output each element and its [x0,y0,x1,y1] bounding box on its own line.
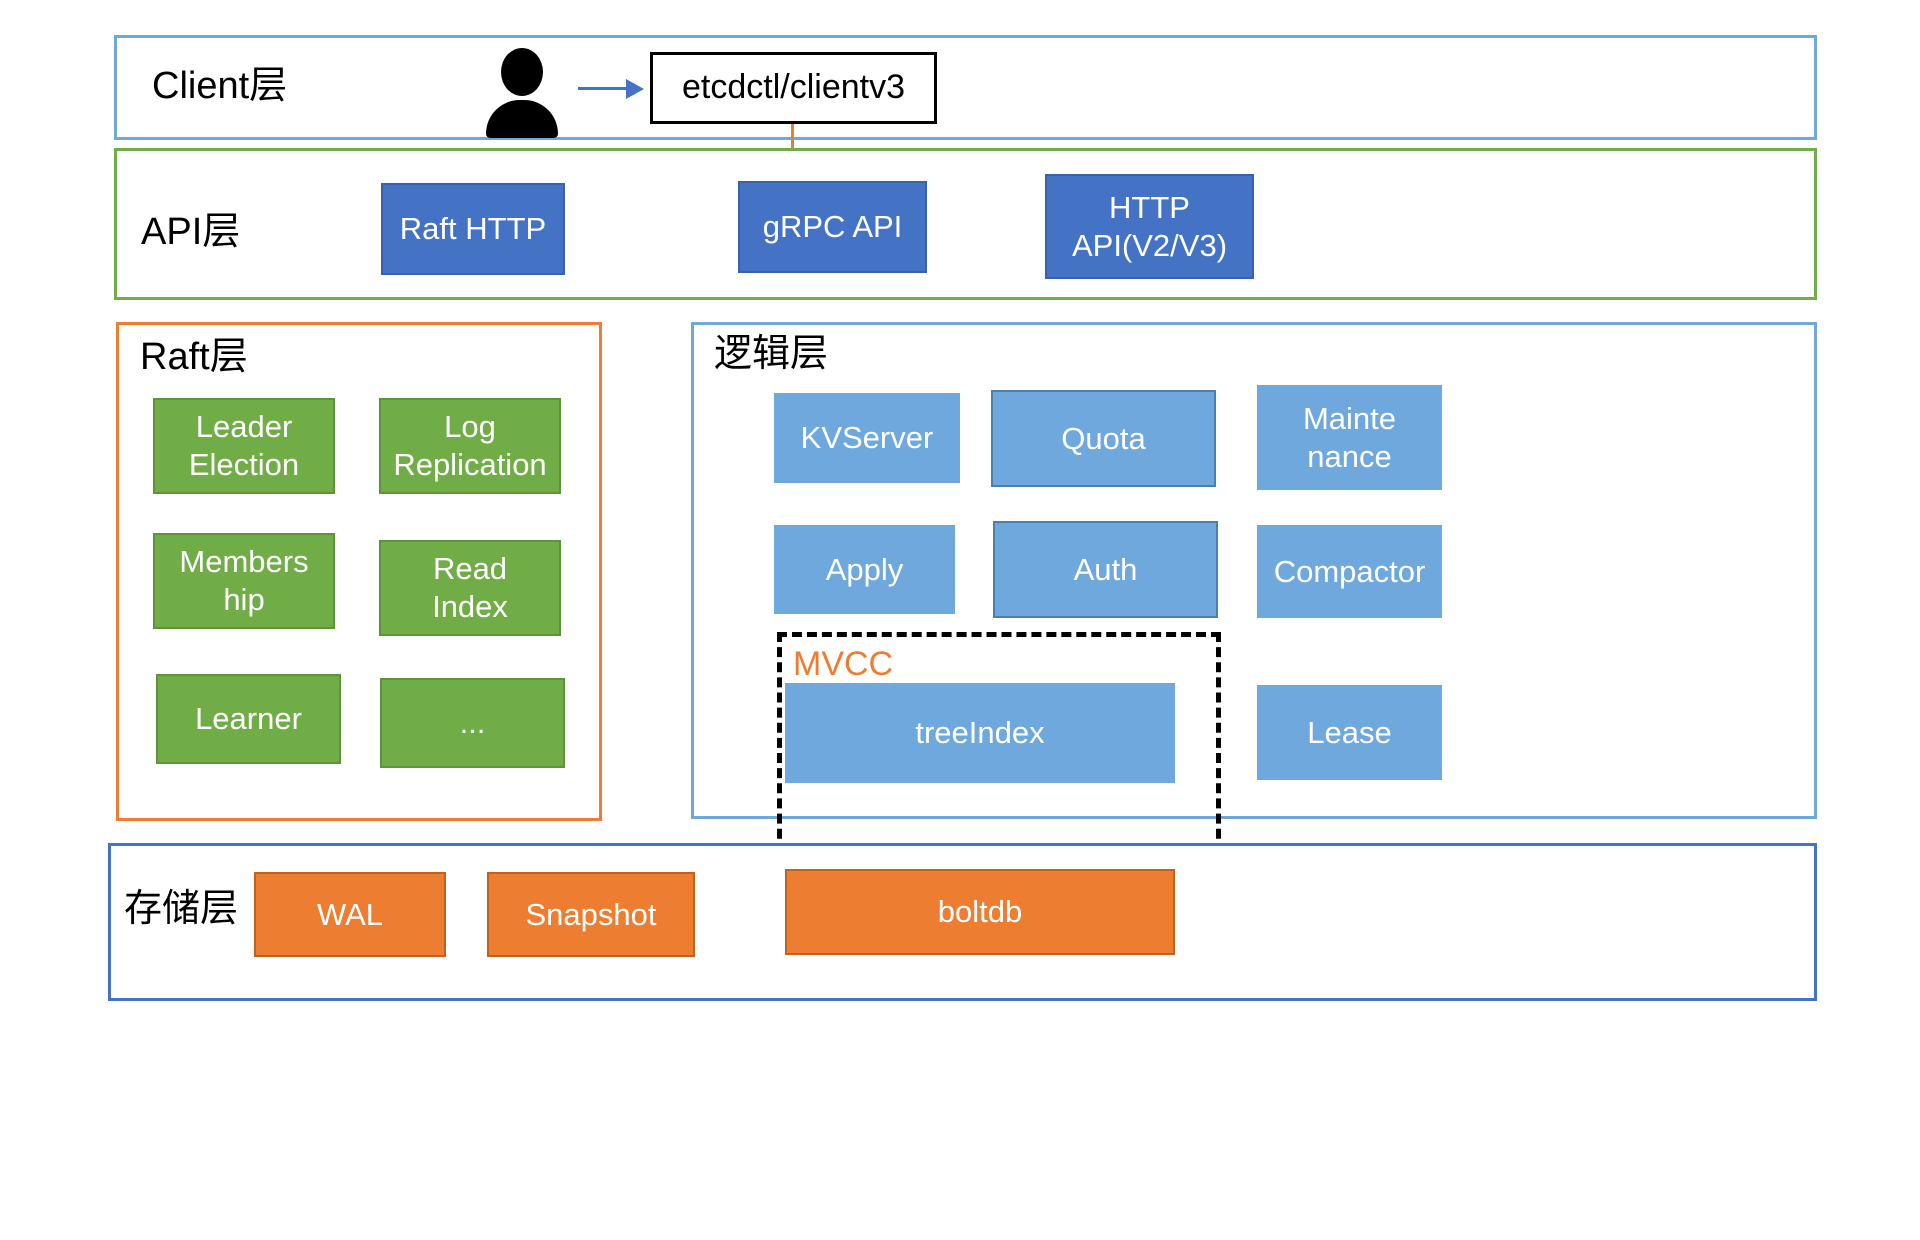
raft-node-ellipsis[interactable]: ... [380,678,565,768]
person-icon [482,48,562,138]
logic-node-apply[interactable]: Apply [774,525,955,614]
raft-node-learner[interactable]: Learner [156,674,341,764]
api-node-http-api[interactable]: HTTP API(V2/V3) [1045,174,1254,279]
logic-node-maintenance-line1: Mainte [1302,400,1397,436]
arrow-right-icon [578,78,646,100]
raft-node-log-replication-line1: Log [444,409,496,445]
logic-node-compactor[interactable]: Compactor [1257,525,1442,618]
api-layer-title: API层 [141,211,241,253]
raft-layer-title: Raft层 [140,336,248,378]
api-layer-frame [114,148,1817,300]
etcdctl-client-box[interactable]: etcdctl/clientv3 [650,52,937,124]
raft-node-membership-line1: Members [179,544,309,580]
logic-node-treeindex[interactable]: treeIndex [785,683,1175,783]
logic-layer-title: 逻辑层 [714,333,829,375]
logic-node-quota[interactable]: Quota [991,390,1216,487]
mvcc-group-label: MVCC [793,645,894,683]
raft-node-read-index-line2: Index [432,589,508,624]
client-layer-frame [114,35,1817,140]
logic-node-maintenance[interactable]: Mainte nance [1257,385,1442,490]
api-node-raft-http[interactable]: Raft HTTP [381,183,565,275]
logic-node-lease[interactable]: Lease [1257,685,1442,780]
raft-node-log-replication-line2: Replication [393,447,547,482]
api-node-grpc-api[interactable]: gRPC API [738,181,927,273]
raft-node-read-index-line1: Read [432,551,508,587]
client-layer-title: Client层 [152,65,288,107]
raft-node-membership-line2: hip [223,582,265,617]
raft-node-leader-election-line2: Election [188,447,300,482]
raft-node-read-index[interactable]: Read Index [379,540,561,636]
api-node-http-api-line1: HTTP [1109,189,1190,225]
logic-node-maintenance-line2: nance [1307,438,1392,474]
storage-node-wal[interactable]: WAL [254,872,446,957]
raft-node-log-replication[interactable]: Log Replication [379,398,561,494]
raft-node-leader-election[interactable]: Leader Election [153,398,335,494]
logic-node-kvserver[interactable]: KVServer [774,393,960,483]
raft-node-leader-election-line1: Leader [195,409,293,445]
storage-node-boltdb[interactable]: boltdb [785,869,1175,955]
storage-node-snapshot[interactable]: Snapshot [487,872,695,957]
raft-node-membership[interactable]: Members hip [153,533,335,629]
storage-layer-title: 存储层 [124,888,239,930]
api-node-http-api-line2: API(V2/V3) [1071,227,1228,263]
logic-node-auth[interactable]: Auth [993,521,1218,618]
